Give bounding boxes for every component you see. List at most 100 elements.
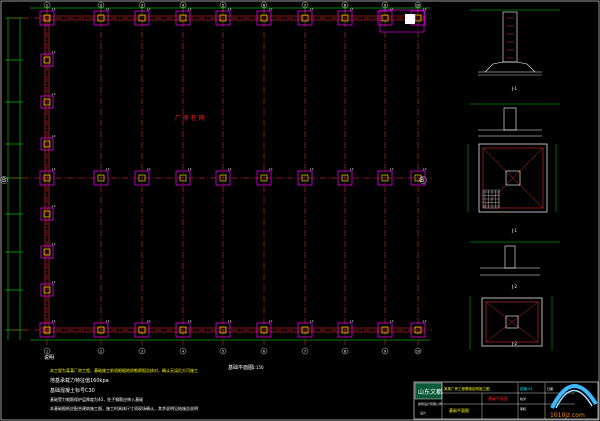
notes-line-1: 本工程为某某厂房工程，基础施工前须根据地质勘察报告核对，确认无误后方可施工 (50, 367, 198, 373)
corner-detail-box (379, 9, 425, 33)
column-stub (260, 326, 268, 334)
column-stub (219, 174, 227, 182)
project-name: 某某厂房工程基础结构施工图 (444, 386, 490, 391)
footing-tag: J-1 (187, 319, 192, 323)
tb-row-2: 校对 (520, 396, 526, 401)
detail-section2-title: J-2 (511, 284, 517, 289)
tb-row-1: 设计 (420, 410, 426, 415)
footing-tag: J-1 (227, 7, 232, 11)
column-stub (414, 326, 422, 334)
footing-tag: J-1 (51, 280, 56, 284)
footing-tag: J-1 (389, 319, 394, 323)
column-stub (341, 326, 349, 334)
column-stub (219, 326, 227, 334)
footing-pad (175, 322, 191, 338)
footing-pad (134, 170, 150, 186)
axis-bubble-top (301, 1, 309, 9)
tb-row-3: 审核 (520, 406, 526, 411)
column-stub (43, 98, 51, 106)
axis-bubble-top (260, 1, 268, 9)
footing-section-outline (484, 61, 536, 73)
footing-pad (297, 10, 313, 26)
footing-tag: J-1 (309, 319, 314, 323)
footing-pad (134, 322, 150, 338)
footing-tag: J-1 (349, 319, 354, 323)
plan-center-text: 厂 房 柱 网 (175, 114, 205, 122)
axis-label-bottom: 7 (304, 350, 306, 354)
footing-plan2-rebar (485, 301, 539, 343)
column-stub (43, 248, 51, 256)
footing-tag: J-1 (227, 319, 232, 323)
footing-tag: J-1 (227, 167, 232, 171)
footing-tag: J-1 (268, 7, 273, 11)
axis-label-top: 4 (182, 4, 185, 8)
footing-pad (40, 207, 54, 221)
footing-pad (93, 170, 109, 186)
column-stub (260, 174, 268, 182)
footing-tag: J-1 (105, 7, 110, 11)
footing-pad (40, 283, 54, 297)
watermark-logo: 1010jz.com (550, 384, 598, 419)
footing-pad (256, 322, 272, 338)
column-stub (301, 174, 309, 182)
axis-bubble-top (179, 1, 187, 9)
footing-tag: J-1 (51, 204, 56, 208)
footing-pad (256, 170, 272, 186)
axis-bubble-bottom (179, 347, 187, 355)
column-stub (414, 174, 422, 182)
watermark-site: 1010jz.com (550, 412, 585, 419)
detail-plan2-title: J-2 (511, 341, 517, 346)
footing-pad (39, 10, 55, 26)
column-stub (381, 326, 389, 334)
footing-plan2-outer (481, 297, 543, 347)
column-stub (43, 56, 51, 64)
footing-pad (215, 322, 231, 338)
footing-tag: J-1 (146, 7, 151, 11)
axis-label-bottom: 2 (100, 350, 102, 354)
axis-label-bottom: 5 (222, 350, 224, 354)
footing-tag: J-1 (349, 7, 354, 11)
footing-tag: J-1 (268, 167, 273, 171)
detail-section-title: J-1 (511, 86, 517, 91)
footing-pad (337, 322, 353, 338)
footing-tag: J-1 (51, 167, 56, 171)
footing-plan-outer (478, 143, 548, 213)
footing-tag: J-1 (309, 7, 314, 11)
footing-tag: J-1 (146, 167, 151, 171)
footing-tag: J-1 (51, 92, 56, 96)
footing-tag: J-1 (51, 50, 56, 54)
axis-label-top: 9 (384, 4, 386, 8)
column-stub (43, 326, 51, 334)
column-stub (43, 210, 51, 218)
column-stub (381, 14, 389, 22)
axis-bubble-bottom (138, 347, 146, 355)
footing-pad (40, 53, 54, 67)
column-stub (138, 14, 146, 22)
footing-pad (377, 170, 393, 186)
column-stub (43, 174, 51, 182)
tb-row-4: 日期 (547, 386, 553, 391)
axis-label-top: 6 (263, 4, 265, 8)
column-stub (179, 14, 187, 22)
footing-tag: J-1 (187, 7, 192, 11)
footing-pad (40, 137, 54, 151)
notes-line-2: 地基承载力特征值160kpa (50, 377, 109, 384)
footing-tag: J-1 (389, 167, 394, 171)
axis-bubble-top (138, 1, 146, 9)
footing-tag: J-1 (389, 7, 394, 11)
footing-tag: J-1 (422, 7, 427, 11)
drawing-name: 基础平面图 (449, 407, 469, 413)
axis-bubble-top (414, 1, 422, 9)
column-stub (219, 14, 227, 22)
axis-label-top: 7 (304, 4, 306, 8)
column-stub (381, 174, 389, 182)
axis-bubble-bottom (301, 347, 309, 355)
plan-scale: 1:150 (252, 365, 264, 370)
axis-bubble-bottom (414, 347, 422, 355)
company-name: 山东文都 (418, 388, 442, 396)
footing-pad (410, 322, 426, 338)
axis-bubble-left (0, 176, 8, 184)
footing-pad (93, 10, 109, 26)
footing-pad (337, 10, 353, 26)
